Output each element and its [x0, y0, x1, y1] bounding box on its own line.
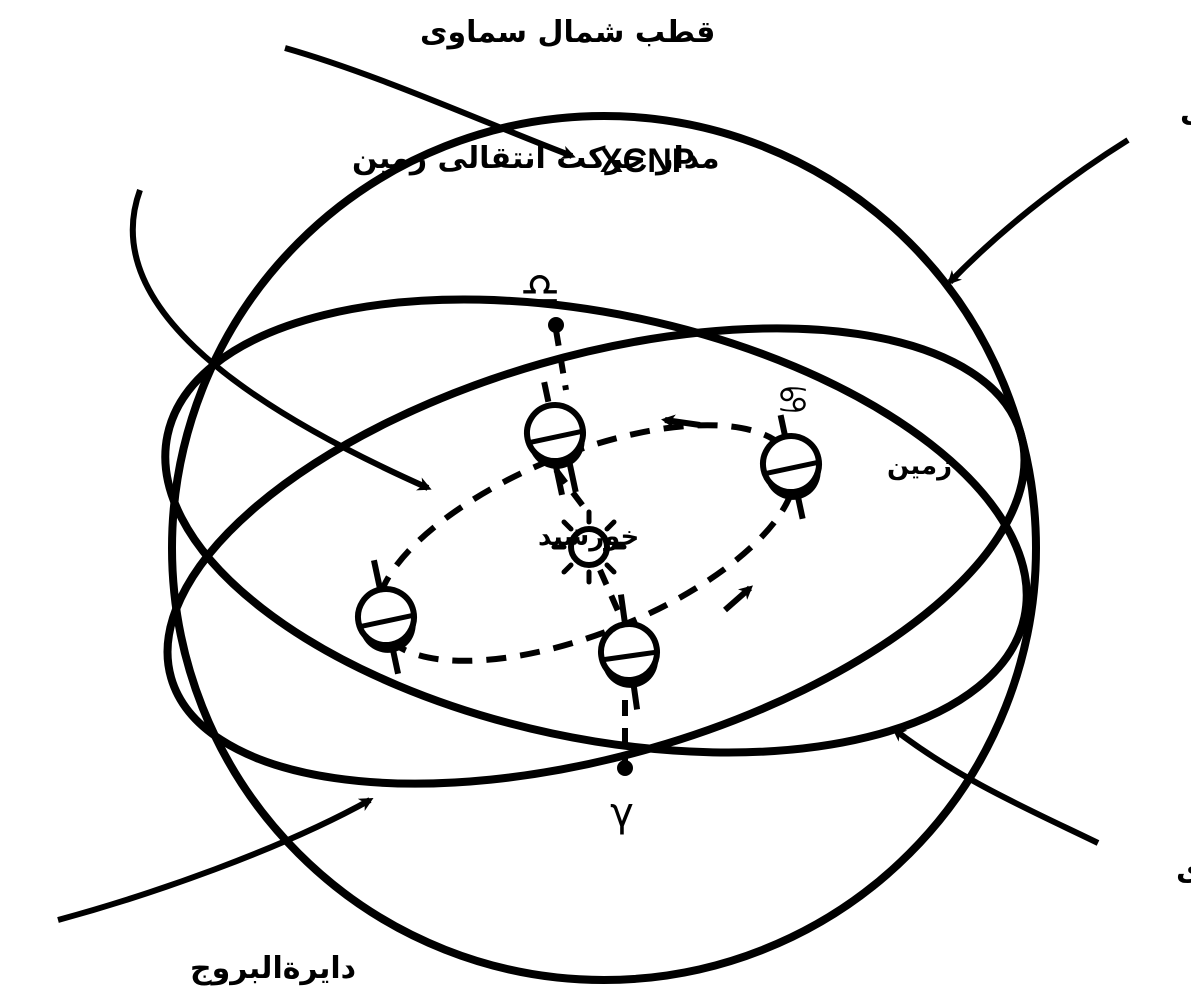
libra-symbol: ♎: [519, 262, 560, 316]
ecliptic-ellipse: [163, 324, 1029, 788]
arrow-ecliptic-callout: [57, 797, 374, 923]
earth-icon-right: [760, 414, 822, 520]
orbit-direction-arrow-right: [723, 585, 754, 613]
label-ecliptic: دایرة‌البروج: [190, 951, 356, 986]
earth-icon-top: [524, 381, 586, 496]
label-celestial-equator: استوای سماوی: [1176, 853, 1191, 888]
celestial-sphere-circle: [168, 112, 1040, 984]
arrow-celestial-equator-callout: [891, 727, 1100, 846]
label-xcnp: XCNP: [600, 142, 694, 180]
earth-icon-bottom: [598, 594, 660, 710]
label-sun: خورشید: [538, 522, 639, 552]
arrow-earth-orbit-callout: [129, 188, 432, 491]
aries-equinox-point: [617, 760, 633, 776]
cancer-symbol: ♋: [776, 378, 810, 422]
earth-icon-left: [355, 559, 417, 675]
arrow-north-pole-callout: [284, 45, 576, 160]
orbit-direction-arrow-top: [661, 414, 701, 429]
label-earth: زمین: [887, 451, 952, 481]
label-north-celestial-pole: قطب شمال سماوی: [420, 15, 715, 50]
celestial-equator-ellipse: [161, 295, 1031, 757]
aries-symbol: γ: [610, 790, 634, 836]
sun-icon: [551, 509, 627, 585]
label-earth-orbit: مدار حرکت انتقالی زمین: [352, 141, 720, 176]
equinox-line: [553, 329, 628, 765]
label-celestial-sphere: کرهٔ سماوی: [1180, 95, 1191, 130]
arrow-celestial-sphere-callout: [947, 137, 1130, 285]
libra-equinox-point: [548, 317, 564, 333]
